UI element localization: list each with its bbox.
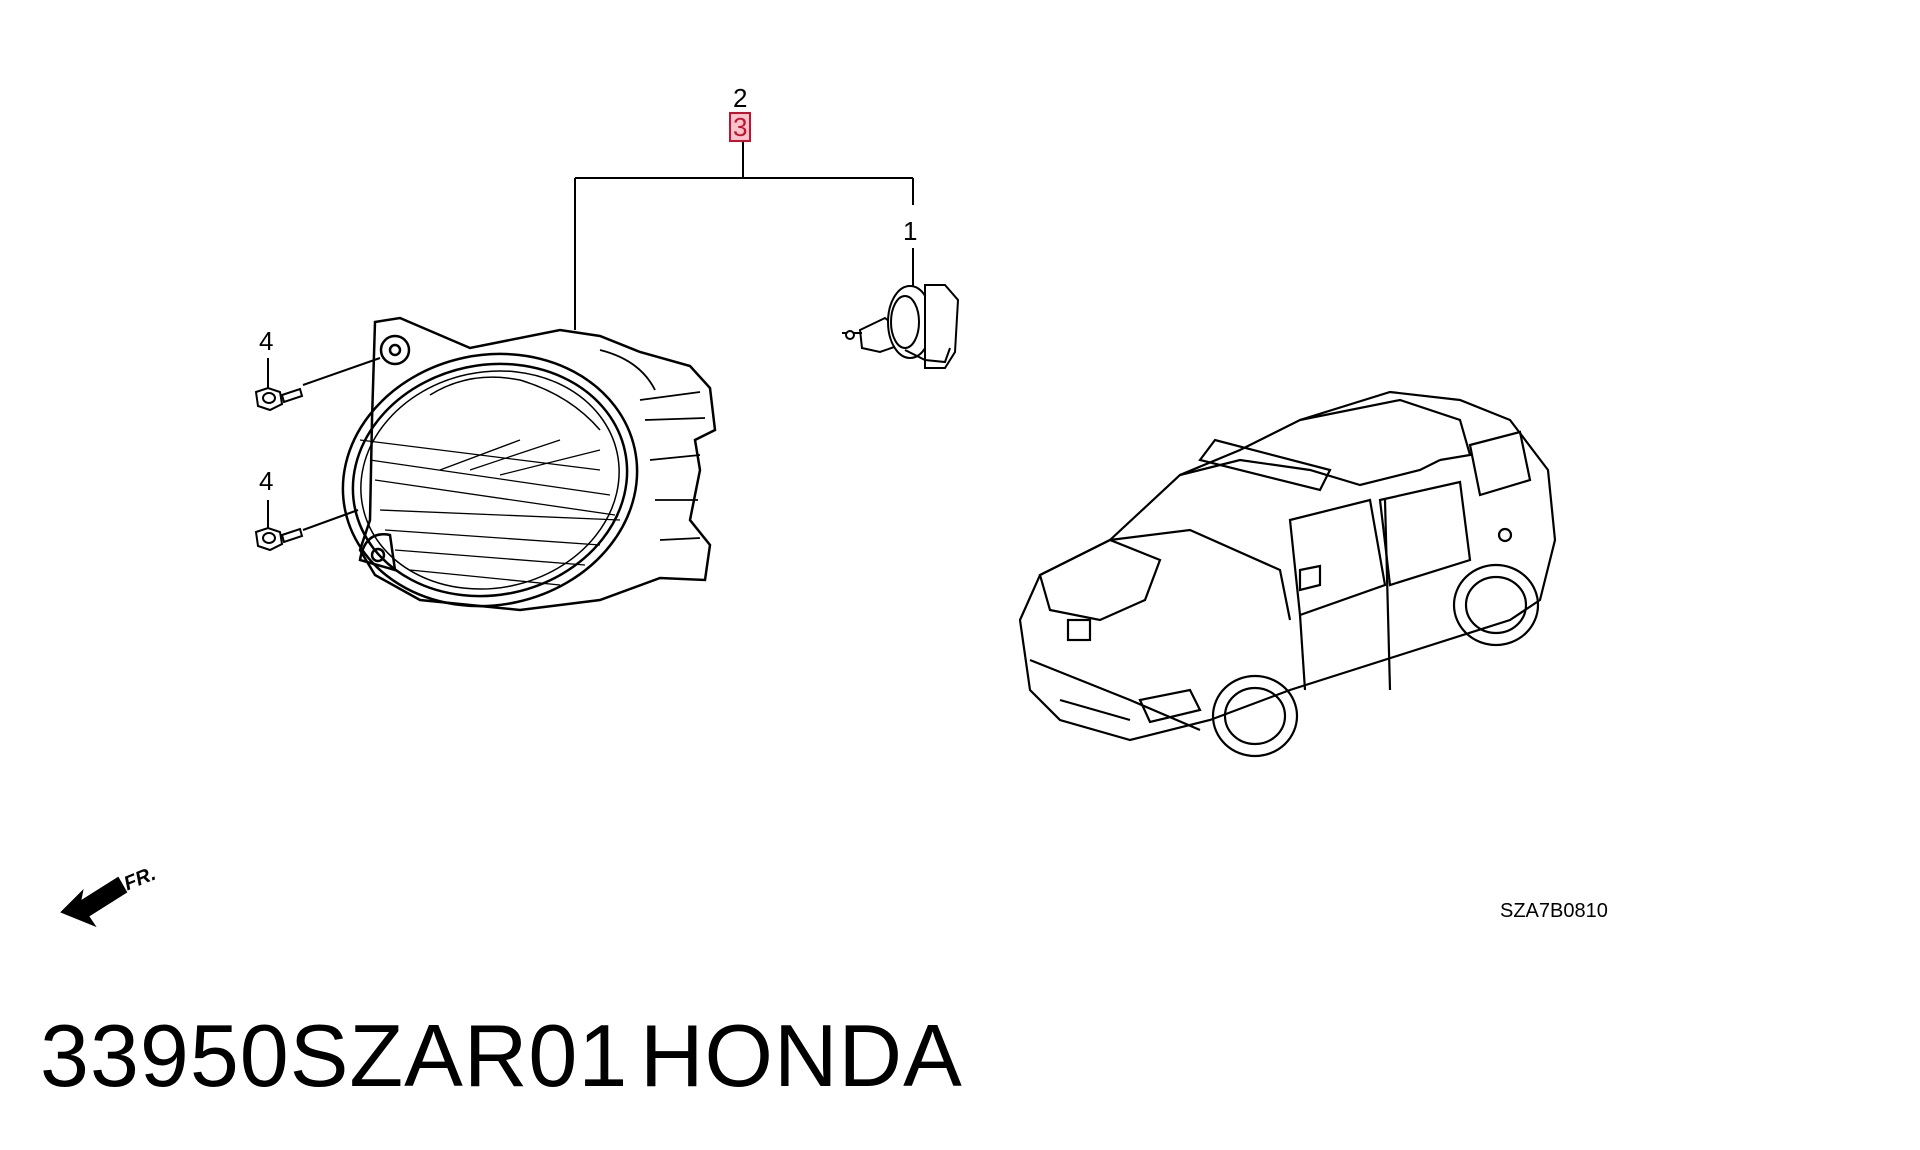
- callout-2[interactable]: 2: [733, 83, 748, 113]
- callout-4-upper[interactable]: 4: [259, 326, 274, 356]
- brand-name: HONDA: [640, 1006, 963, 1105]
- lens-hatching: [359, 439, 621, 586]
- vehicle-illustration: [1018, 390, 1557, 758]
- diagram-code: SZA7B0810: [1500, 900, 1608, 922]
- callout-4-lower[interactable]: 4: [259, 466, 274, 496]
- part-number: 33950SZAR01: [40, 1006, 629, 1105]
- fog-light-assembly: [341, 316, 717, 612]
- callout-1[interactable]: 1: [903, 216, 918, 246]
- leader-lines: [267, 140, 914, 535]
- front-direction-arrow: [60, 876, 128, 928]
- callout-3-highlighted[interactable]: 3: [729, 112, 752, 142]
- bulb: [842, 284, 960, 369]
- screw-lower: [254, 526, 304, 552]
- screw-upper: [254, 386, 304, 412]
